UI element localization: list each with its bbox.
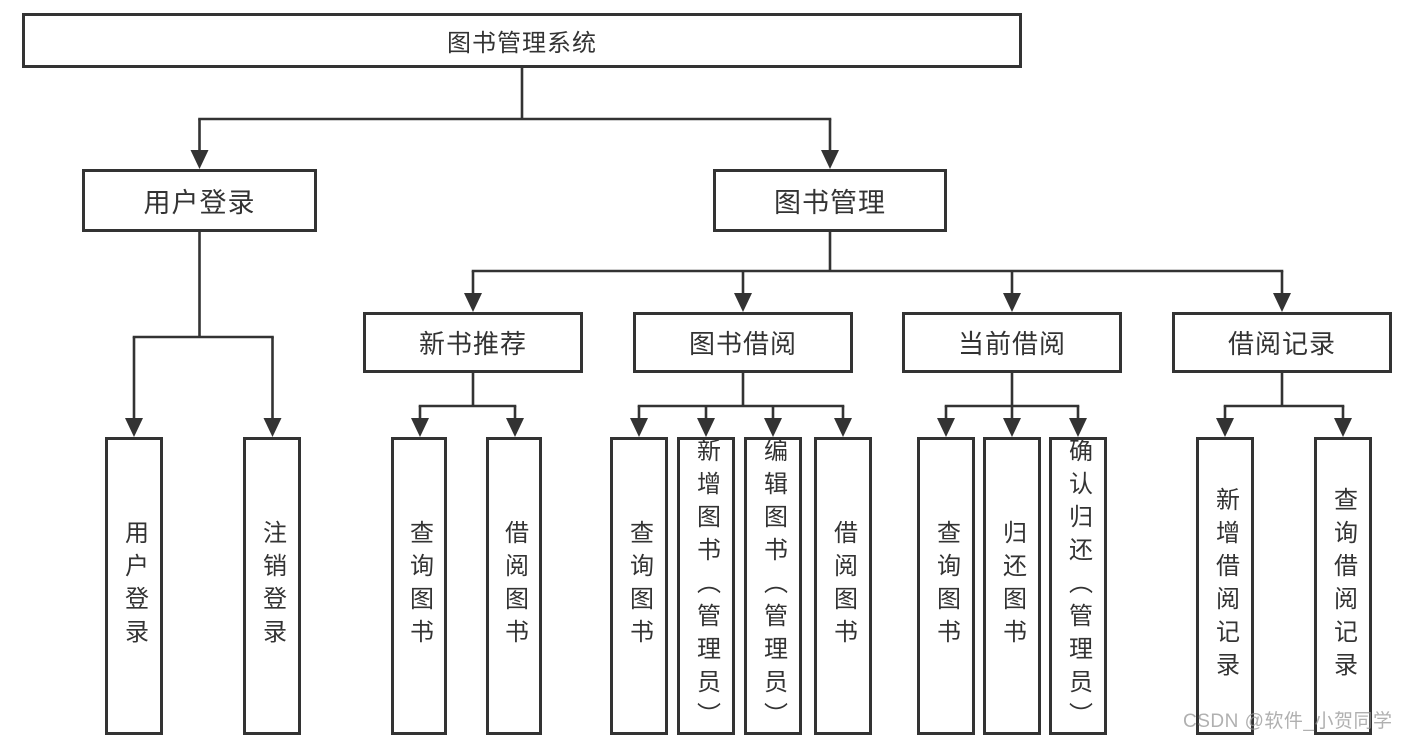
arrowhead	[263, 418, 282, 437]
leaf-borrow-books-1-label: 借阅图书	[500, 520, 528, 652]
leaf-query-borrow-record-label: 查询借阅记录	[1329, 487, 1357, 685]
arrowhead	[1216, 418, 1234, 437]
leaf-query-books-1-label: 查询图书	[405, 520, 433, 652]
arrowhead	[464, 293, 482, 312]
node-borrow-records: 借阅记录	[1172, 312, 1392, 373]
arrowhead	[411, 418, 429, 437]
leaf-query-books-3: 查询图书	[917, 437, 975, 735]
arrowhead	[506, 418, 524, 437]
node-user-login-label: 用户登录	[143, 188, 256, 218]
leaf-user-login-label: 用户登录	[120, 520, 148, 652]
leaf-add-books-admin: 新增图书（管理员）	[677, 437, 735, 735]
arrowhead	[734, 293, 752, 312]
arrowhead	[834, 418, 852, 437]
arrowhead	[630, 418, 648, 437]
node-library-system: 图书管理系统	[22, 13, 1022, 68]
node-borrow-records-label: 借阅记录	[1227, 329, 1336, 359]
leaf-query-books-3-label: 查询图书	[932, 520, 960, 652]
arrowhead	[697, 418, 715, 437]
arrowhead	[190, 150, 209, 169]
arrowhead	[125, 418, 143, 437]
arrowhead	[1273, 293, 1291, 312]
arrowhead	[764, 418, 782, 437]
leaf-return-books-label: 归还图书	[998, 520, 1026, 652]
leaf-logout: 注销登录	[243, 437, 301, 735]
leaf-add-borrow-record: 新增借阅记录	[1196, 437, 1254, 735]
node-library-system-label: 图书管理系统	[447, 30, 597, 57]
node-book-management: 图书管理	[713, 169, 947, 232]
leaf-borrow-books-1: 借阅图书	[486, 437, 542, 735]
node-new-book-recommend-label: 新书推荐	[418, 329, 527, 359]
node-current-borrowing: 当前借阅	[902, 312, 1122, 373]
arrowhead	[1334, 418, 1352, 437]
node-book-borrowing: 图书借阅	[633, 312, 853, 373]
leaf-user-login: 用户登录	[105, 437, 163, 735]
leaf-edit-books-admin-label: 编辑图书（管理员）	[759, 437, 787, 735]
arrowhead	[1069, 418, 1087, 437]
node-book-borrowing-label: 图书借阅	[688, 329, 797, 359]
leaf-logout-label: 注销登录	[258, 520, 286, 652]
arrowhead	[937, 418, 955, 437]
arrowhead	[1003, 418, 1021, 437]
node-current-borrowing-label: 当前借阅	[957, 329, 1066, 359]
leaf-query-books-2-label: 查询图书	[625, 520, 653, 652]
leaf-query-books-1: 查询图书	[391, 437, 447, 735]
leaf-add-books-admin-label: 新增图书（管理员）	[692, 437, 720, 735]
leaf-add-borrow-record-label: 新增借阅记录	[1211, 487, 1239, 685]
leaf-borrow-books-2: 借阅图书	[814, 437, 872, 735]
csdn-watermark: CSDN @软件_小贺同学	[1183, 711, 1393, 732]
leaf-borrow-books-2-label: 借阅图书	[829, 520, 857, 652]
leaf-query-borrow-record: 查询借阅记录	[1314, 437, 1372, 735]
node-book-management-label: 图书管理	[774, 188, 886, 218]
leaf-return-books: 归还图书	[983, 437, 1041, 735]
node-user-login: 用户登录	[82, 169, 317, 232]
leaf-edit-books-admin: 编辑图书（管理员）	[744, 437, 802, 735]
arrowhead	[1003, 293, 1021, 312]
node-new-book-recommend: 新书推荐	[363, 312, 583, 373]
leaf-confirm-return-admin: 确认归还（管理员）	[1049, 437, 1107, 735]
leaf-confirm-return-admin-label: 确认归还（管理员）	[1064, 437, 1092, 735]
arrowhead	[821, 150, 839, 169]
leaf-query-books-2: 查询图书	[610, 437, 668, 735]
